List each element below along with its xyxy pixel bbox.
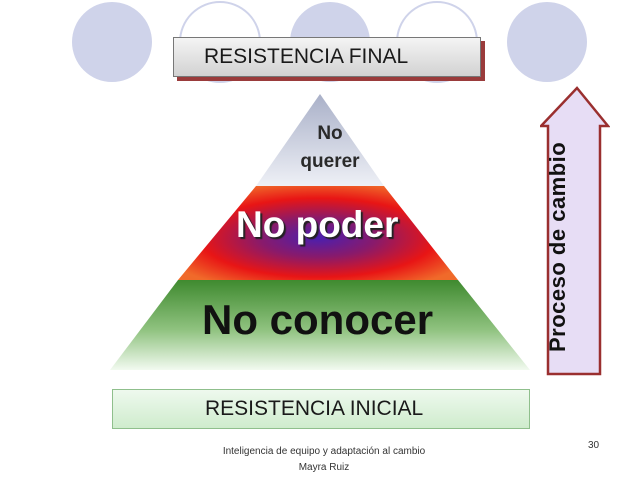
pyramid-bottom-label: No conocer: [202, 296, 434, 343]
decor-circle: [72, 2, 152, 82]
resistance-final-banner: RESISTENCIA FINAL: [173, 37, 481, 77]
pyramid-middle-layer: [178, 186, 458, 280]
pyramid-bottom-layer: [110, 280, 530, 370]
resistance-initial-label: RESISTENCIA INICIAL: [205, 397, 424, 420]
pyramid-top-layer: [256, 94, 384, 186]
slide-footer: Inteligencia de equipo y adaptación al c…: [214, 444, 434, 476]
pyramid-middle-label: No poder: [236, 204, 399, 245]
pyramid-top-label: No querer: [288, 120, 372, 176]
resistance-final-label: RESISTENCIA FINAL: [204, 45, 409, 68]
decor-circle: [507, 2, 587, 82]
footer-author: Mayra Ruiz: [298, 462, 350, 473]
change-process-label: Proceso de cambio: [545, 141, 570, 352]
pyramid-top-line2: querer: [300, 151, 360, 172]
up-arrow-icon: [540, 86, 610, 376]
slide-number: 30: [588, 440, 600, 451]
pyramid-top-line1: No: [317, 123, 343, 144]
footer-title: Inteligencia de equipo y adaptación al c…: [222, 446, 426, 457]
resistance-initial-banner: RESISTENCIA INICIAL: [112, 389, 530, 429]
